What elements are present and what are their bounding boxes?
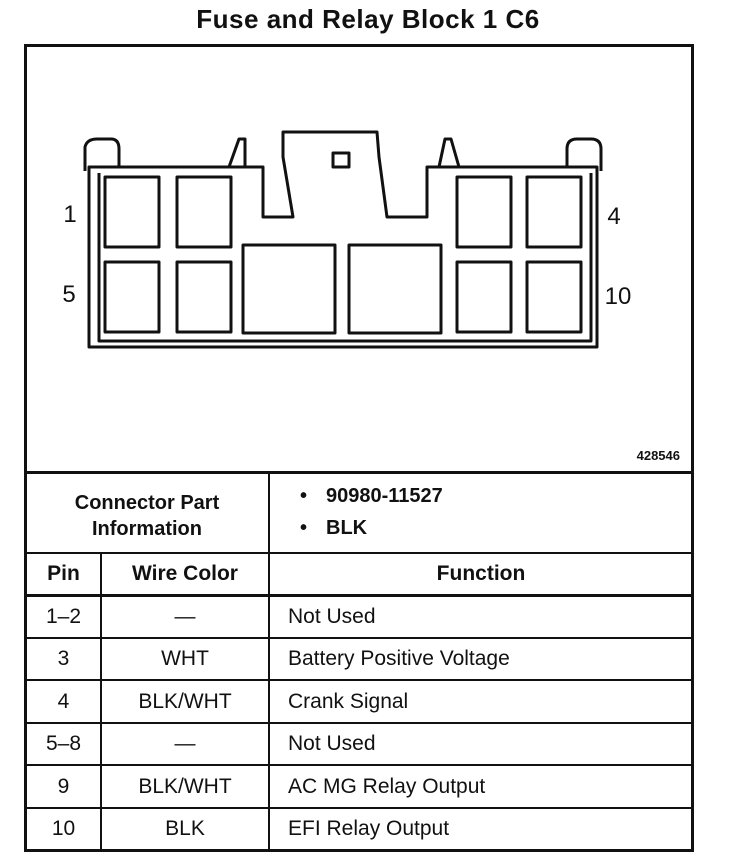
connector-label-line2: Information [92,518,202,540]
diagram-frame [24,44,694,852]
connector-label-line1: Connector Part [74,492,220,514]
table-column-rule [268,473,270,850]
cavity-3 [455,175,513,249]
list-item: •90980-11527 [300,485,443,507]
page-title: Fuse and Relay Block 1 C6 [196,4,540,34]
top-key [331,151,351,169]
table-rule [24,807,694,809]
table-cell-function: Not Used [288,731,376,755]
pin-label-4: 4 [607,203,621,230]
connector-housing-outline [87,130,599,349]
table-cell-wire-color: BLK [165,816,205,840]
table-rule [24,764,694,766]
connector-part-info-list: •90980-11527 •BLK [300,480,443,544]
table-rule [24,679,694,681]
table-cell-pin: 5–8 [45,731,82,755]
table-rule [24,722,694,724]
table-cell-function: Battery Positive Voltage [288,646,510,670]
table-cell-function: Not Used [288,604,376,628]
connector-drawing [27,47,691,473]
left-fin [227,137,247,168]
pin-label-1: 1 [63,201,77,228]
connector-face-svg [83,130,603,349]
table-cell-pin: 10 [51,816,76,840]
table-cell-pin: 9 [57,774,70,798]
table-cell-wire-color: WHT [161,646,209,670]
connector-housing-inner [97,173,593,343]
left-latch-bump [83,137,121,171]
pin-label-5: 5 [62,281,76,308]
table-cell-function: AC MG Relay Output [288,774,486,798]
figure-id: 428546 [636,448,680,463]
connector-color: BLK [326,517,368,539]
cavity-4 [525,175,583,249]
table-column-rule [100,553,102,850]
list-item: •BLK [300,517,368,539]
table-header-rule [24,594,694,597]
column-header-wire-color: Wire Color [132,561,238,585]
table-cell-wire-color: BLK/WHT [138,689,232,713]
table-top-border [24,471,694,474]
part-number: 90980-11527 [326,485,443,507]
connector-part-info-label: Connector Part Information [27,480,267,552]
column-header-pin: Pin [47,561,80,585]
table-cell-pin: 4 [57,689,70,713]
cavity-9 [455,260,513,334]
table-cell-function: Crank Signal [288,689,409,713]
table-rule [24,552,694,554]
cavity-1 [103,175,161,249]
cavity-6 [175,260,233,334]
cavity-5 [103,260,161,334]
table-cell-wire-color: BLK/WHT [138,774,232,798]
pin-label-10: 10 [604,283,632,310]
table-cell-wire-color: — [174,731,196,755]
right-latch-bump [565,137,603,171]
table-cell-pin: 1–2 [45,604,82,628]
cavity-2 [175,175,233,249]
cavity-7 [241,243,337,335]
table-cell-pin: 3 [57,646,70,670]
cavity-8 [347,243,443,335]
column-header-function: Function [436,561,526,585]
cavity-10 [525,260,583,334]
right-fin [437,137,461,168]
table-cell-function: EFI Relay Output [288,816,450,840]
table-rule [24,637,694,639]
table-cell-wire-color: — [174,604,196,628]
